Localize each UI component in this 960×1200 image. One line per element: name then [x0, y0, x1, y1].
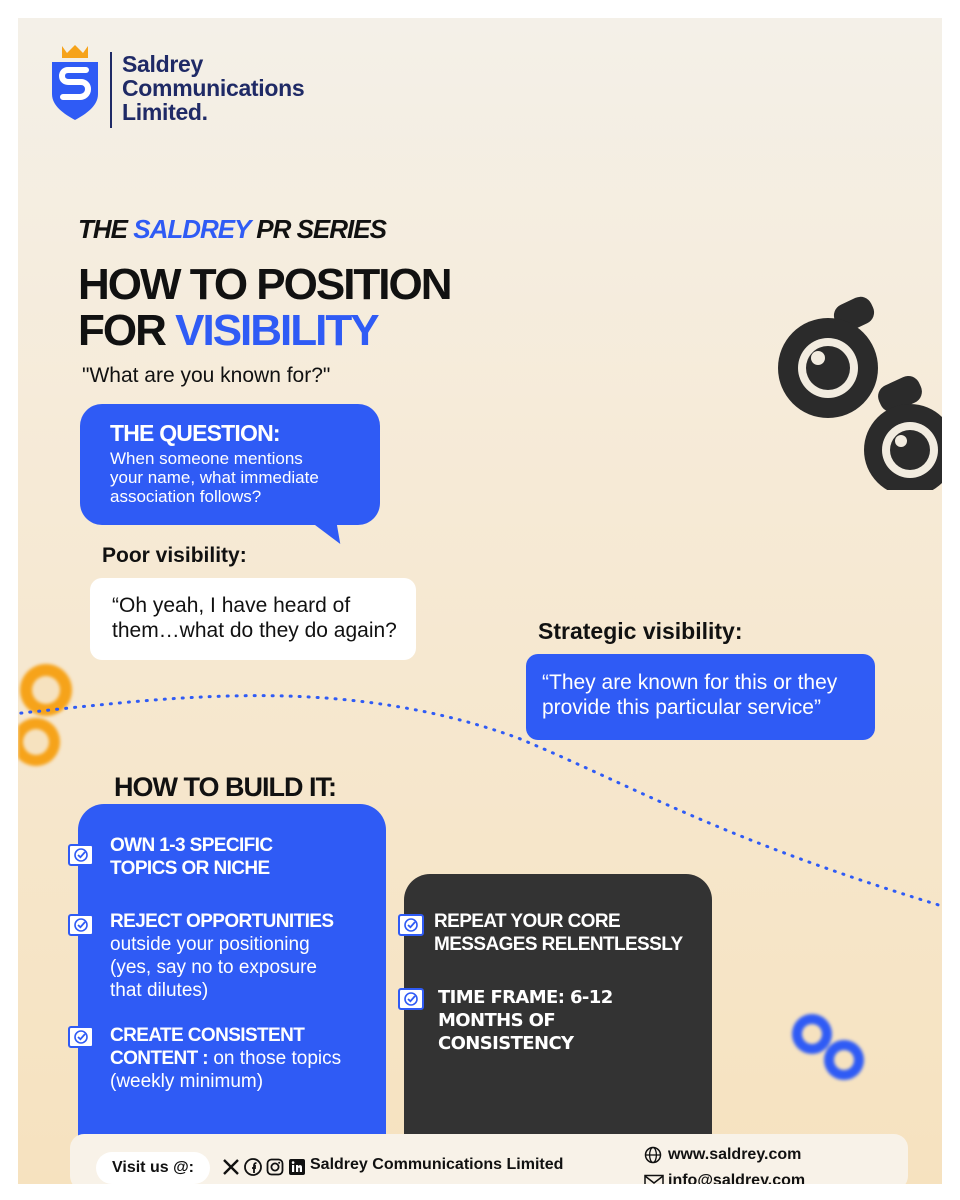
build-item-4-line-1: REPEAT YOUR CORE [434, 911, 621, 932]
binoculars-icon [778, 296, 942, 490]
build-item-2-line-3: (yes, say no to exposure [110, 957, 317, 978]
footer-website[interactable]: www.saldrey.com [668, 1146, 802, 1163]
footer-email[interactable]: info@saldrey.com [668, 1172, 806, 1184]
check-icon [68, 844, 94, 866]
question-body-line-1: When someone mentions [110, 449, 303, 468]
build-item-5: TIME FRAME: 6-12 MONTHS OF CONSISTENCY [438, 986, 613, 1055]
build-item-5-line-3: CONSISTENCY [438, 1033, 574, 1054]
footer-bar [70, 1134, 908, 1184]
strategic-quote-line-1: “They are known for this or they [542, 671, 838, 694]
build-item-1-line-2: TOPICS OR NICHE [110, 858, 270, 879]
brand-line-1: Saldrey [122, 51, 204, 77]
question-title: THE QUESTION: [110, 420, 281, 446]
poster-card: Saldrey Communications Limited. [18, 18, 942, 1184]
build-item-2-line-4: that dilutes) [110, 980, 209, 1001]
brand-line-3: Limited. [122, 99, 208, 125]
build-item-5-line-2: MONTHS OF [438, 1010, 556, 1031]
question-body-line-2: your name, what immediate [110, 468, 319, 487]
strategic-quote-line-2: provide this particular service” [542, 696, 821, 719]
question-body-line-3: association follows? [110, 487, 262, 506]
series-suffix: PR SERIES [256, 214, 387, 244]
brand-name: Saldrey Communications Limited. [122, 51, 305, 125]
question-bubble-tail [305, 518, 341, 544]
build-item-4-line-2: MESSAGES RELENTLESSLY [434, 934, 683, 955]
binoculars-blue-icon [792, 1014, 864, 1080]
globe-icon [644, 1146, 662, 1164]
check-icon [398, 914, 424, 936]
subheading-question: "What are you known for?" [82, 364, 331, 387]
visit-us-label: Visit us @: [96, 1152, 210, 1184]
series-highlight: SALDREY [133, 214, 251, 244]
poor-visibility-label: Poor visibility: [102, 544, 247, 567]
build-item-2-line-1: REJECT OPPORTUNITIES [110, 911, 334, 932]
poor-quote-line-2: them…what do they do again? [112, 619, 397, 642]
poor-visibility-quote: “Oh yeah, I have heard of them…what do t… [90, 578, 416, 660]
build-item-2: REJECT OPPORTUNITIES outside your positi… [110, 910, 334, 1002]
build-item-3-line-3: (weekly minimum) [110, 1071, 264, 1092]
brand-line-2: Communications [122, 75, 305, 101]
build-item-5-line-1: TIME FRAME: 6-12 [438, 987, 613, 1008]
question-body: When someone mentions your name, what im… [110, 449, 358, 506]
strategic-visibility-label: Strategic visibility: [538, 618, 743, 644]
x-icon[interactable] [222, 1158, 240, 1176]
poor-quote-line-1: “Oh yeah, I have heard of [112, 594, 351, 617]
check-icon [68, 914, 94, 936]
binoculars-orange-icon [18, 664, 72, 766]
build-item-1: OWN 1-3 SPECIFIC TOPICS OR NICHE [110, 834, 273, 880]
headline: HOW TO POSITION FOR VISIBILITY [78, 260, 453, 355]
check-icon [398, 988, 424, 1010]
build-item-4: REPEAT YOUR CORE MESSAGES RELENTLESSLY [434, 910, 683, 956]
build-item-3: CREATE CONSISTENT CONTENT : on those top… [110, 1024, 341, 1093]
series-title: THE SALDREY PR SERIES [78, 214, 387, 245]
check-icon [68, 1026, 94, 1048]
footer-company-name: Saldrey Communications Limited [310, 1156, 564, 1173]
build-title: HOW TO BUILD IT: [114, 772, 337, 802]
build-panel-blue [78, 804, 386, 1184]
headline-line-2-prefix: FOR [78, 306, 167, 355]
instagram-icon[interactable] [266, 1158, 284, 1176]
logo-divider [110, 52, 112, 128]
build-item-3-line-1: CREATE CONSISTENT [110, 1025, 305, 1046]
headline-line-2-highlight: VISIBILITY [175, 306, 379, 355]
headline-line-1: HOW TO POSITION [78, 260, 453, 309]
build-item-2-line-2: outside your positioning [110, 934, 310, 955]
build-item-1-line-1: OWN 1-3 SPECIFIC [110, 835, 273, 856]
series-prefix: THE [78, 214, 128, 244]
linkedin-icon[interactable] [288, 1158, 306, 1176]
build-panel-dark [404, 874, 712, 1184]
social-icons [222, 1158, 306, 1176]
facebook-icon[interactable] [244, 1158, 262, 1176]
build-item-3-line-2-bold: CONTENT : [110, 1048, 209, 1069]
strategic-visibility-quote: “They are known for this or they provide… [526, 654, 875, 740]
saldrey-logo-icon [52, 45, 98, 120]
question-bubble: THE QUESTION: When someone mentions your… [80, 404, 380, 525]
mail-icon [644, 1174, 664, 1184]
build-item-3-line-2-rest: on those topics [213, 1048, 342, 1069]
